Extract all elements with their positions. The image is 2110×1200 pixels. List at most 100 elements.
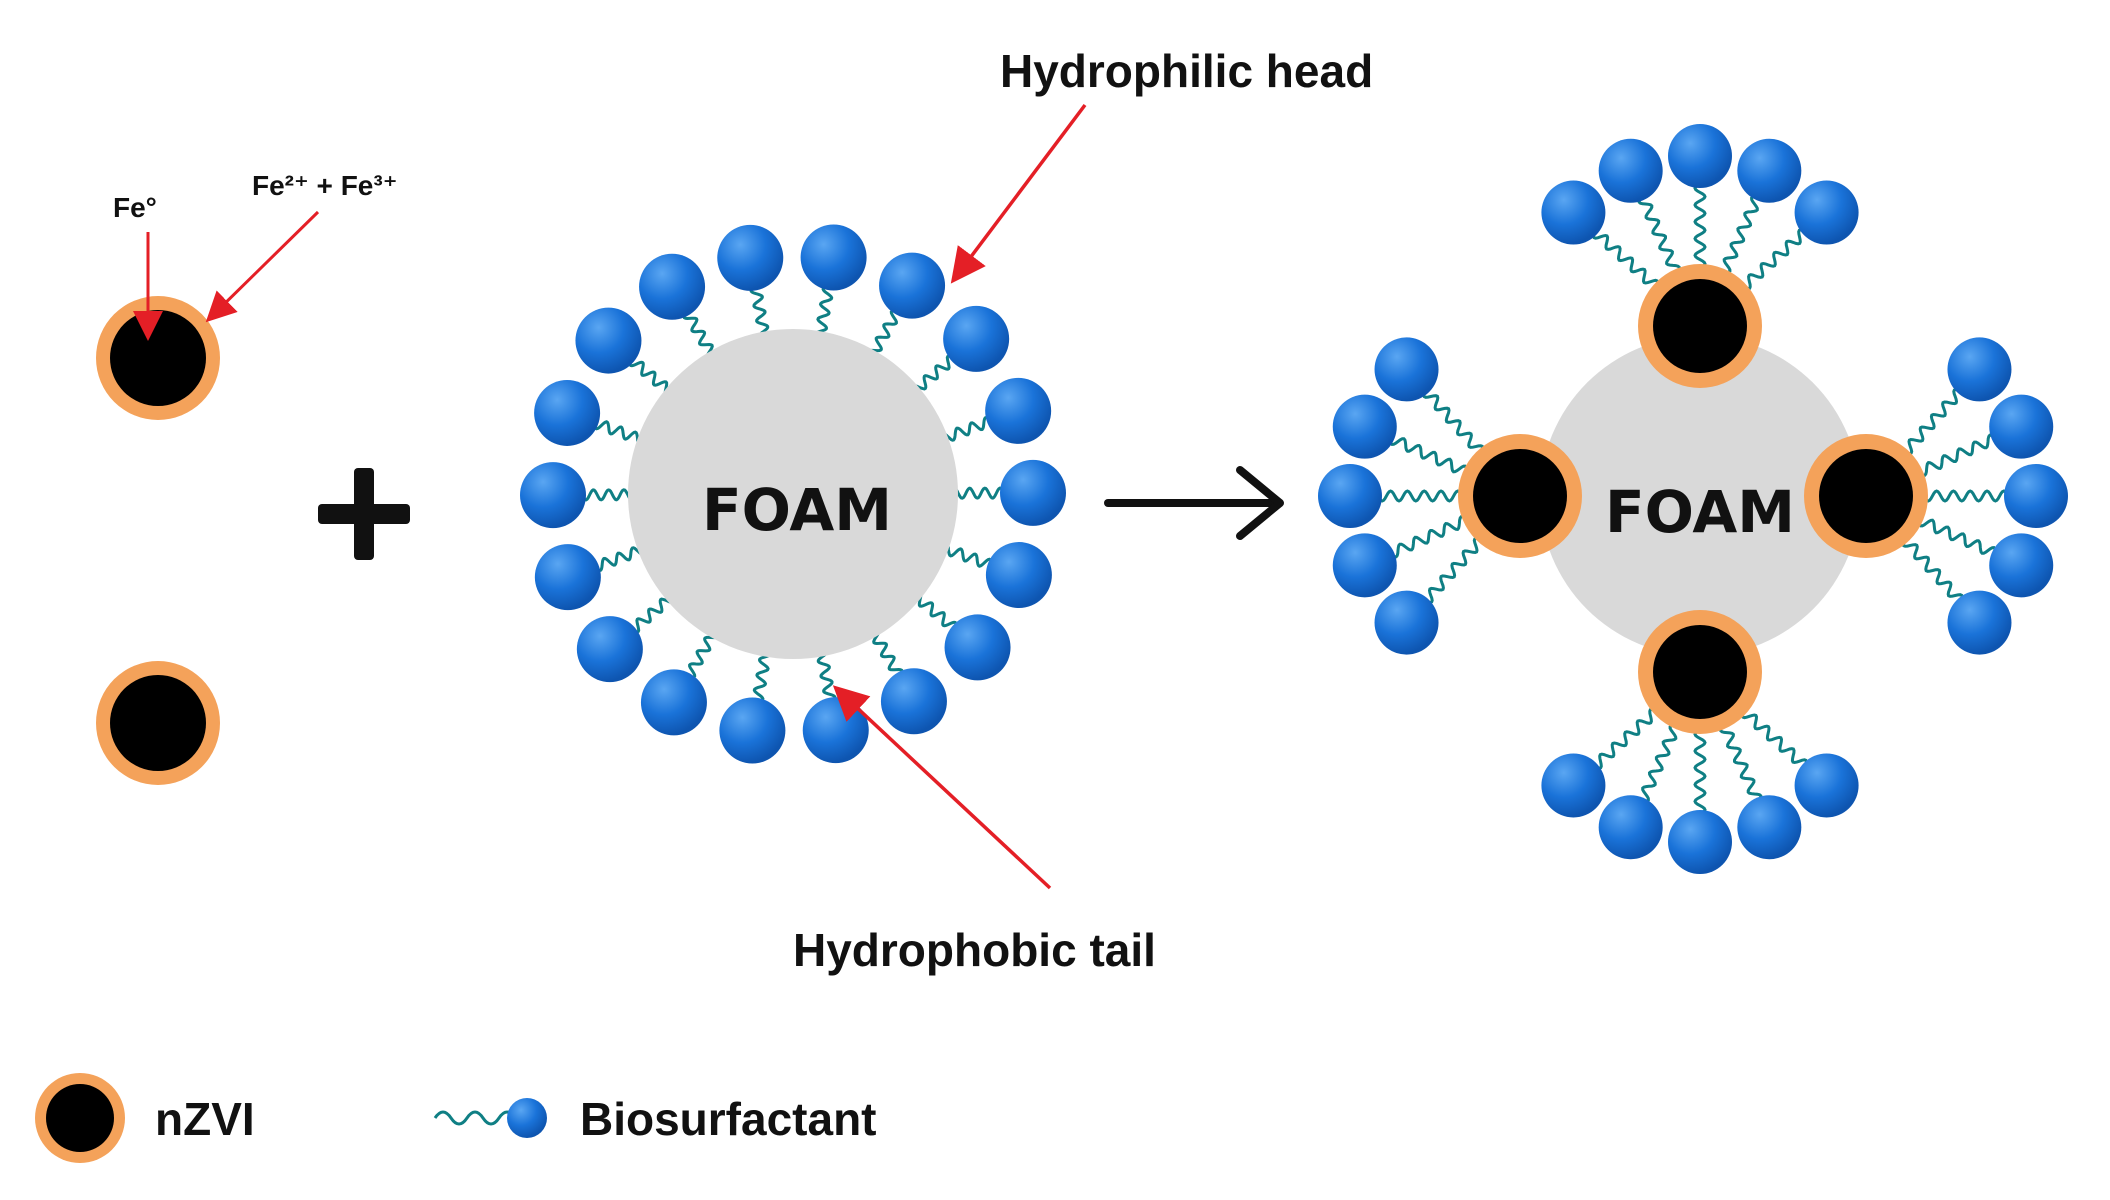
hydrophilic-head xyxy=(575,307,642,374)
biosurfactant-molecule xyxy=(1541,707,1658,818)
foam-right-label: FOAM xyxy=(1605,478,1795,546)
biosurfactant-molecule xyxy=(717,224,784,348)
nzvi-particle xyxy=(1804,434,1928,558)
fe-ions-pointer-arrow xyxy=(205,210,320,323)
foam-left-label: FOAM xyxy=(702,476,892,544)
biosurfactant-molecule xyxy=(802,640,869,764)
hydrophobic-tail xyxy=(1376,489,1464,503)
biosurfactant-molecule xyxy=(576,587,680,683)
biosurfactant-molecule xyxy=(1332,515,1468,598)
hydrophobic-tail xyxy=(1424,536,1482,605)
biosurfactant-molecule xyxy=(534,540,654,611)
hydrophilic-head xyxy=(985,377,1052,444)
hydrophilic-head xyxy=(800,224,867,291)
hydrophobic-tail xyxy=(1422,389,1485,454)
plus-icon xyxy=(318,468,410,560)
foam-right-group: FOAM xyxy=(1318,124,2068,874)
hydrophilic-head xyxy=(717,224,784,291)
nzvi-particle-bottom xyxy=(96,661,220,785)
biosurfactant-molecule xyxy=(932,377,1052,448)
hydrophilic-head-pointer-arrow xyxy=(950,103,1087,284)
hydrophilic-head xyxy=(640,669,707,736)
fe0-label: Fe° xyxy=(113,192,157,223)
hydrophilic-head xyxy=(1737,138,1802,203)
hydrophilic-head xyxy=(1598,138,1663,203)
hydrophobic-tail xyxy=(1740,710,1809,768)
biosurfactant-molecule xyxy=(1374,337,1485,454)
biosurfactant-molecule xyxy=(1374,536,1482,655)
nzvi-particle-top xyxy=(96,296,220,420)
hydrophilic-head xyxy=(1374,337,1439,402)
hydrophilic-head xyxy=(985,542,1052,609)
hydrophobic-tail xyxy=(1922,489,2010,503)
hydrophilic-head xyxy=(1374,590,1439,655)
hydrophilic-head xyxy=(576,616,643,683)
biosurfactant-molecule xyxy=(1668,728,1732,874)
biosurfactant-molecule xyxy=(1668,124,1732,270)
hydrophilic-head xyxy=(1989,533,2054,598)
biosurfactant-molecule xyxy=(1719,724,1802,860)
biosurfactant-molecule xyxy=(1904,337,2012,456)
hydrophilic-head xyxy=(719,697,786,764)
hydrophobic-tail xyxy=(1722,194,1759,275)
hydrophobic-tail xyxy=(1917,518,1998,555)
hydrophilic-head xyxy=(520,462,587,529)
hydrophobic-tail xyxy=(1918,433,1997,477)
hydrophobic-tail xyxy=(1904,387,1962,456)
hydrophobic-tail-label: Hydrophobic tail xyxy=(793,924,1156,976)
foam-left-bubble xyxy=(628,329,958,659)
nzvi-particle xyxy=(1638,264,1762,388)
biosurfactant-molecule xyxy=(575,307,681,399)
biosurfactant-molecule xyxy=(1332,394,1469,474)
hydrophobic-tail xyxy=(1593,707,1658,770)
biosurfactant-molecule xyxy=(905,589,1011,681)
right-arrow-icon xyxy=(1104,466,1284,540)
hydrophilic-head xyxy=(1668,810,1732,874)
biosurfactant-molecule xyxy=(534,379,654,446)
biosurfactant-molecule xyxy=(1598,723,1678,860)
left-biosurfactant-ring xyxy=(520,224,1066,764)
hydrophilic-head xyxy=(1598,795,1663,860)
legend-biosurfactant-label: Biosurfactant xyxy=(580,1093,876,1145)
right-biosurfactant-clusters xyxy=(1318,124,2068,874)
hydrophilic-head xyxy=(944,614,1011,681)
hydrophilic-head xyxy=(534,379,601,446)
hydrophobic-tail xyxy=(1641,723,1678,804)
legend-biosurfactant-icon xyxy=(433,1098,547,1138)
biosurfactant-molecule xyxy=(1541,180,1660,288)
hydrophobic-tail xyxy=(1389,515,1468,559)
biosurfactant-molecule xyxy=(1598,138,1681,274)
biosurfactant-molecule xyxy=(867,252,946,366)
hydrophilic-head xyxy=(999,459,1066,526)
hydrophobic-tail xyxy=(1901,538,1964,603)
hydrophilic-head xyxy=(1332,394,1397,459)
biosurfactant-molecule xyxy=(1901,538,2012,655)
biosurfactant-molecule xyxy=(1742,180,1859,291)
nzvi-particle xyxy=(1458,434,1582,558)
hydrophobic-tail xyxy=(1693,182,1707,270)
hydrophobic-tail xyxy=(1591,230,1660,288)
nzvi-particle xyxy=(1638,610,1762,734)
hydrophobic-tail xyxy=(1742,228,1807,291)
hydrophobic-tail xyxy=(1637,195,1681,274)
hydrophobic-tail xyxy=(1388,437,1469,474)
hydrophilic-head xyxy=(879,252,946,319)
biosurfactant-molecule xyxy=(1922,464,2068,528)
foam-right-bubble xyxy=(1540,336,1860,656)
legend: nZVI Biosurfactant xyxy=(35,1073,876,1163)
hydrophilic-head xyxy=(802,697,869,764)
hydrophilic-head xyxy=(1541,180,1606,245)
biosurfactant-molecule xyxy=(719,640,786,764)
legend-nzvi-label: nZVI xyxy=(155,1093,255,1145)
hydrophilic-head xyxy=(943,305,1010,372)
right-nzvi-particles xyxy=(1458,264,1928,734)
hydrophobic-tail-pointer-arrow xyxy=(832,685,1052,890)
biosurfactant-molecule xyxy=(1740,710,1859,818)
biosurfactant-molecule xyxy=(1917,518,2054,598)
biosurfactant-molecule xyxy=(932,542,1052,609)
hydrophobic-tail xyxy=(1693,728,1707,816)
hydrophilic-head xyxy=(1989,394,2054,459)
hydrophilic-head xyxy=(1947,337,2012,402)
hydrophilic-head xyxy=(1947,590,2012,655)
